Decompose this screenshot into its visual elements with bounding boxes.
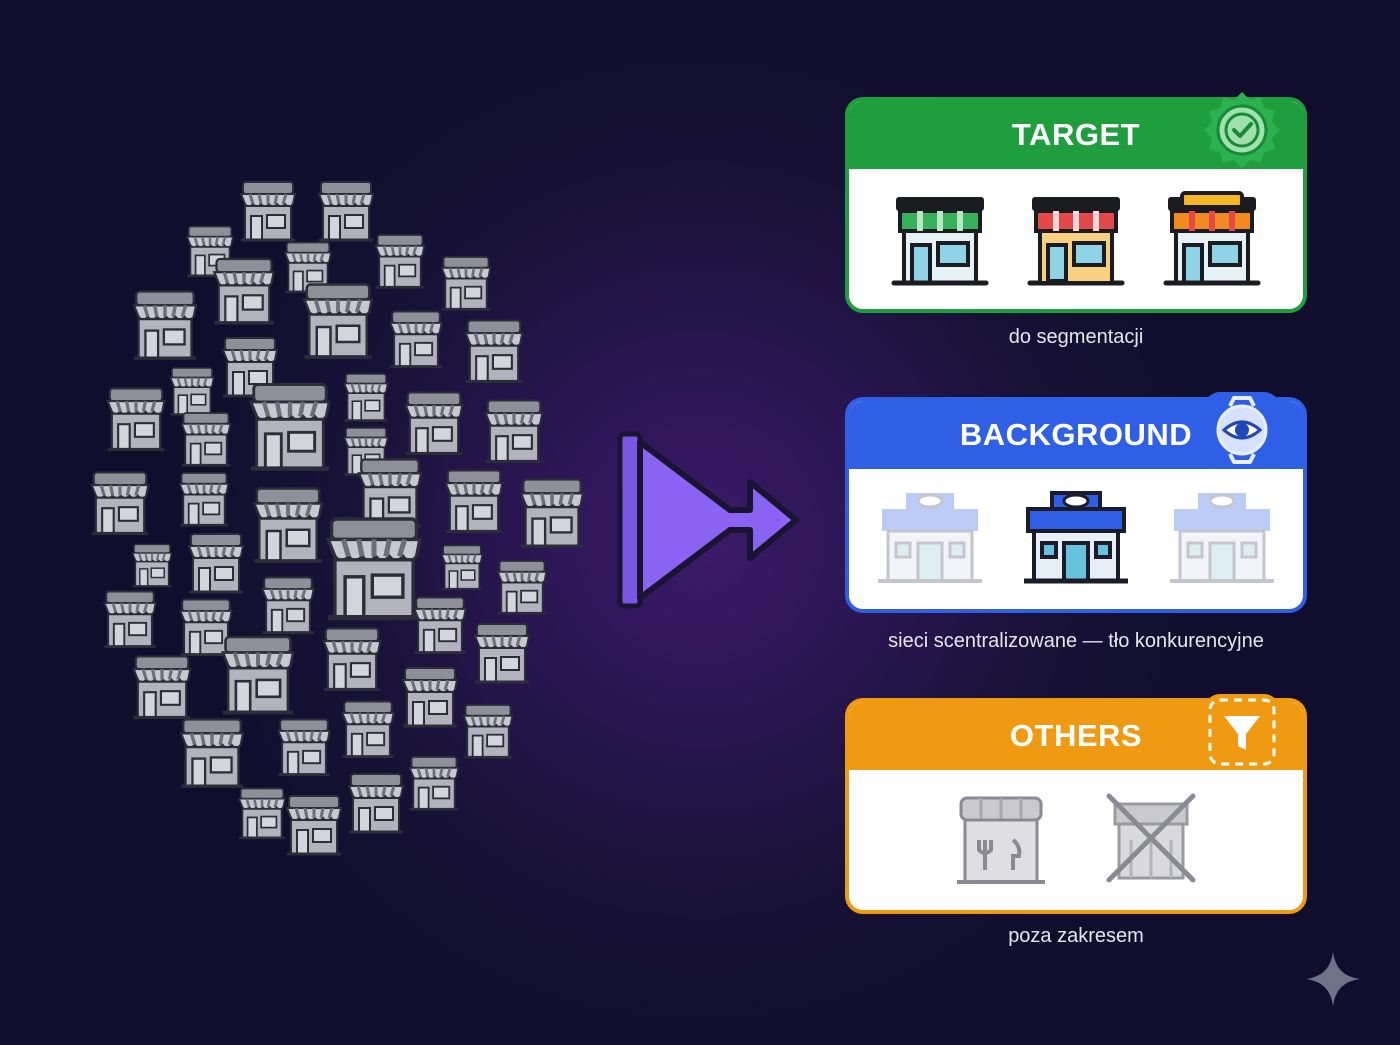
storefront-icon [179,717,245,788]
storefront-icon [180,411,232,467]
chain-store-icon [1024,491,1128,584]
storefront-icon [131,543,173,588]
storefront-icon [317,180,375,242]
split-arrow-icon [617,431,799,609]
storefront-icon [462,703,514,759]
target-stores [849,169,1303,309]
storefront-icon [444,468,504,533]
storefront-icon [276,718,332,777]
chain-store-faded-left-icon [878,493,982,583]
target-title: TARGET [1011,117,1141,152]
storefront-icon [440,544,484,591]
storefront-icon [484,398,544,463]
store-red-icon [1026,189,1126,289]
storefront-icon [357,457,423,528]
storefront-icon [412,596,468,655]
restaurant-store-icon [957,796,1045,884]
background-stores [849,469,1303,609]
storefront-icon [340,700,396,759]
storefront-icon [404,390,464,455]
storefront-icon [212,257,276,325]
storefront-icon [285,794,343,856]
others-stores [849,770,1303,910]
storefront-icon [388,310,444,369]
others-title: OTHERS [1009,718,1143,753]
closed-store-icon [1106,793,1196,883]
check-seal-icon [1204,92,1280,168]
storefront-icon [237,787,287,840]
sparkle-icon [1306,952,1360,1006]
storefront-icon [178,471,230,527]
storefront-icon [178,598,234,657]
storefront-icon [90,470,150,535]
store-yellow-icon [1162,191,1262,289]
storefront-icon [519,477,585,548]
storefront-icon [374,233,426,289]
eye-icon [1204,392,1280,468]
storefront-icon [260,576,316,635]
background-title: BACKGROUND [959,417,1193,452]
storefront-icon [473,622,531,684]
storefront-icon [343,372,389,422]
storefront-icon [408,755,460,811]
storefront-icon [302,282,374,359]
storefront-icon [239,180,297,242]
target-caption: do segmentacji [1008,326,1144,348]
storefront-icon [496,559,548,615]
others-card: OTHERS [845,698,1307,914]
storefront-icon [464,318,524,383]
storefront-icon [132,289,198,360]
storefront-icon [347,772,405,834]
storefront-icon [401,666,459,728]
storefront-icon [328,519,420,618]
others-caption: poza zakresem [1008,925,1144,947]
filter-icon [1204,694,1280,770]
storefront-icon [440,255,492,311]
storefront-icon [322,626,382,691]
storefront-icon [187,532,245,594]
storefront-icon [220,635,296,715]
storefront-icon [252,486,324,563]
storefront-icon [132,654,192,719]
chain-store-faded-right-icon [1170,493,1274,583]
background-caption: sieci scentralizowane — tło konkurencyjn… [888,630,1264,652]
storefront-icon [251,385,329,469]
storefront-icon [169,366,215,416]
store-green-icon [890,189,990,289]
storefront-icon [106,386,166,451]
storefront-icon [102,590,158,649]
